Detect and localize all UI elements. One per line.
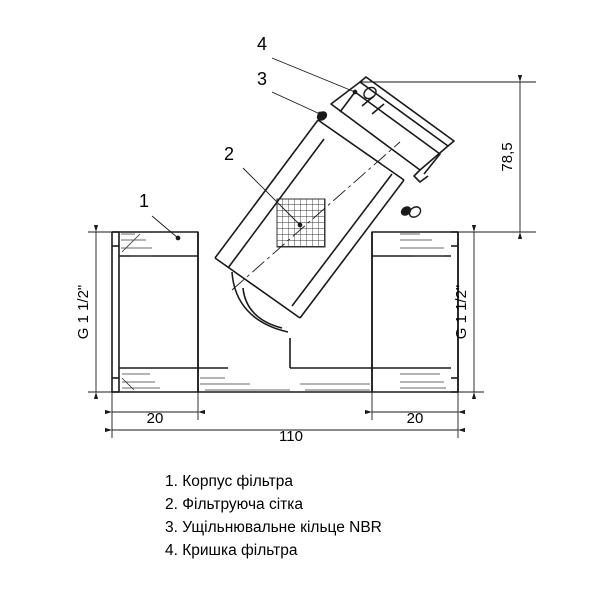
cover-bolt-holes — [363, 86, 422, 218]
dim-height: 78,5 — [499, 142, 516, 171]
legend: 1. Корпус фільтра 2. Фільтруюча сітка 3.… — [165, 470, 465, 562]
callout-3: 3 — [257, 69, 267, 89]
centerline — [231, 141, 401, 291]
screen-curve — [231, 271, 289, 333]
dim-thread-left: G 1 1/2" — [75, 285, 92, 340]
legend-item-2: 2. Фільтруюча сітка — [165, 496, 303, 513]
callout-4: 4 — [257, 34, 267, 54]
dimension-labels: G 1 1/2" G 1 1/2" 78,5 20 20 110 — [75, 142, 516, 445]
dim-left-20: 20 — [147, 410, 164, 427]
legend-item-4: 4. Кришка фільтра — [165, 542, 298, 559]
legend-item-3: 3. Ущільнювальне кільце NBR — [165, 519, 382, 536]
callout-1: 1 — [139, 191, 149, 211]
hatching — [121, 233, 446, 391]
body-outline — [111, 231, 459, 393]
inclined-cover-assembly — [214, 76, 455, 319]
callout-2: 2 — [224, 144, 234, 164]
filter-screen-mesh — [276, 198, 326, 248]
legend-item-1: 1. Корпус фільтра — [165, 473, 293, 490]
dimension-lines — [88, 74, 536, 438]
callout-labels: 1 2 3 4 — [139, 34, 267, 211]
dim-right-20: 20 — [407, 410, 424, 427]
leader-lines — [151, 57, 358, 241]
oring-seals — [316, 111, 412, 216]
dim-thread-right: G 1 1/2" — [453, 285, 470, 340]
dim-total-110: 110 — [279, 428, 303, 445]
